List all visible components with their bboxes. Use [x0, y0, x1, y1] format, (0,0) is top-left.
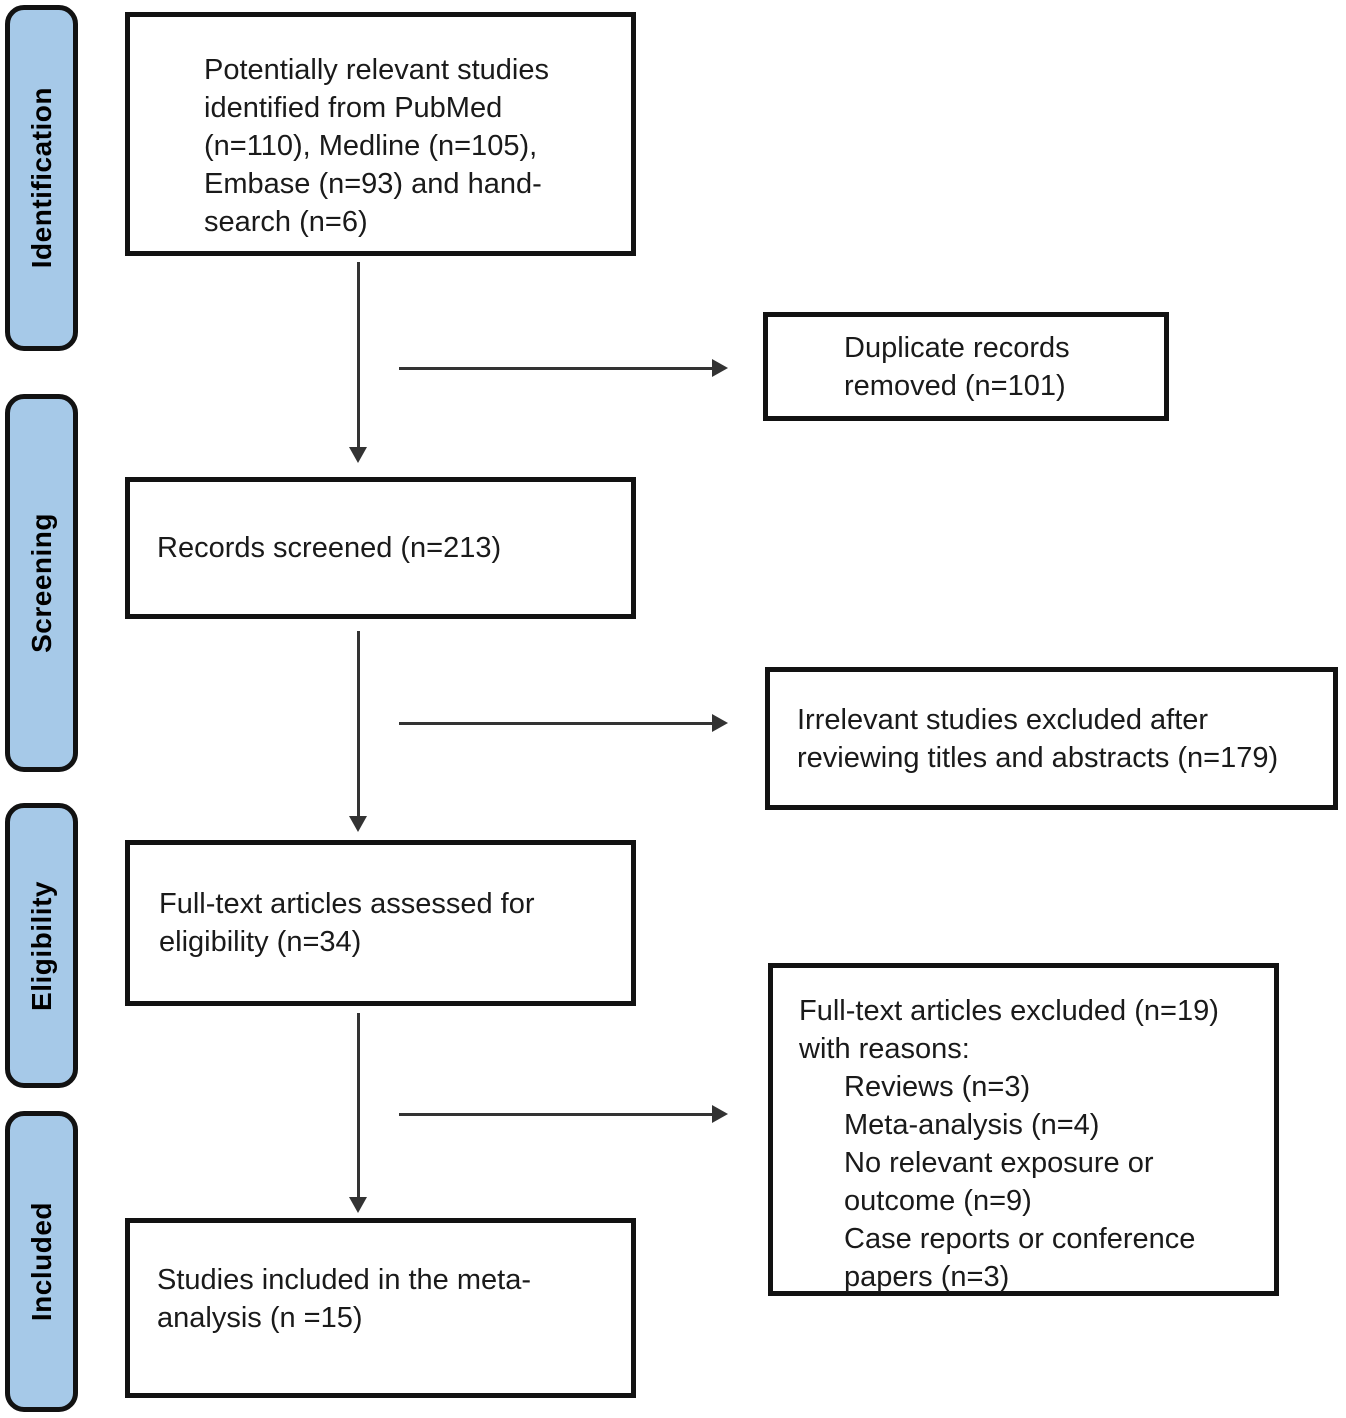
stage-label-identification: Identification — [5, 5, 78, 351]
arrow-to-duplicates-removed — [399, 359, 728, 377]
exclusion-reason: Reviews (n=3) — [844, 1071, 1031, 1103]
stage-label-eligibility: Eligibility — [5, 803, 78, 1088]
stage-label-included: Included — [5, 1111, 78, 1412]
exclusion-box-irrelevant-studies: Irrelevant studies excluded after review… — [765, 667, 1338, 810]
stage-label-text: Identification — [25, 87, 57, 269]
flow-box-identified-studies: Potentially relevant studies identified … — [125, 12, 636, 256]
arrow-to-fulltext-excluded — [399, 1105, 728, 1123]
stage-label-text: Screening — [25, 513, 57, 653]
exclusion-box-fulltext-excluded: Full-text articles excluded (n=19) with … — [768, 963, 1279, 1296]
arrow-eligibility-to-included — [349, 1013, 367, 1213]
exclusion-reason: No relevant exposure or outcome (n=9) — [844, 1147, 1154, 1217]
flow-box-text: Studies included in the meta- analysis (… — [157, 1264, 531, 1334]
exclusion-box-text: Duplicate records removed (n=101) — [844, 331, 1070, 402]
flow-box-text: Full-text articles assessed for eligibil… — [159, 888, 535, 958]
arrow-identified-to-screened — [349, 262, 367, 463]
exclusion-box-intro: Full-text articles excluded (n=19) with … — [799, 995, 1219, 1065]
flow-box-fulltext-assessed: Full-text articles assessed for eligibil… — [125, 840, 636, 1006]
stage-label-text: Eligibility — [25, 880, 57, 1011]
exclusion-reason: Case reports or conference papers (n=3) — [844, 1223, 1196, 1293]
flow-box-records-screened: Records screened (n=213) — [125, 477, 636, 619]
stage-label-text: Included — [25, 1201, 57, 1322]
flow-box-text: Records screened (n=213) — [157, 532, 502, 564]
arrow-to-irrelevant-excluded — [399, 714, 728, 732]
exclusion-box-duplicates-removed: Duplicate records removed (n=101) — [763, 312, 1169, 421]
flow-box-studies-included: Studies included in the meta- analysis (… — [125, 1218, 636, 1398]
exclusion-reason: Meta-analysis (n=4) — [844, 1109, 1100, 1141]
flow-box-text: Potentially relevant studies identified … — [204, 54, 549, 238]
exclusion-box-text: Irrelevant studies excluded after review… — [797, 703, 1279, 774]
arrow-screened-to-eligibility — [349, 631, 367, 832]
stage-label-screening: Screening — [5, 394, 78, 772]
